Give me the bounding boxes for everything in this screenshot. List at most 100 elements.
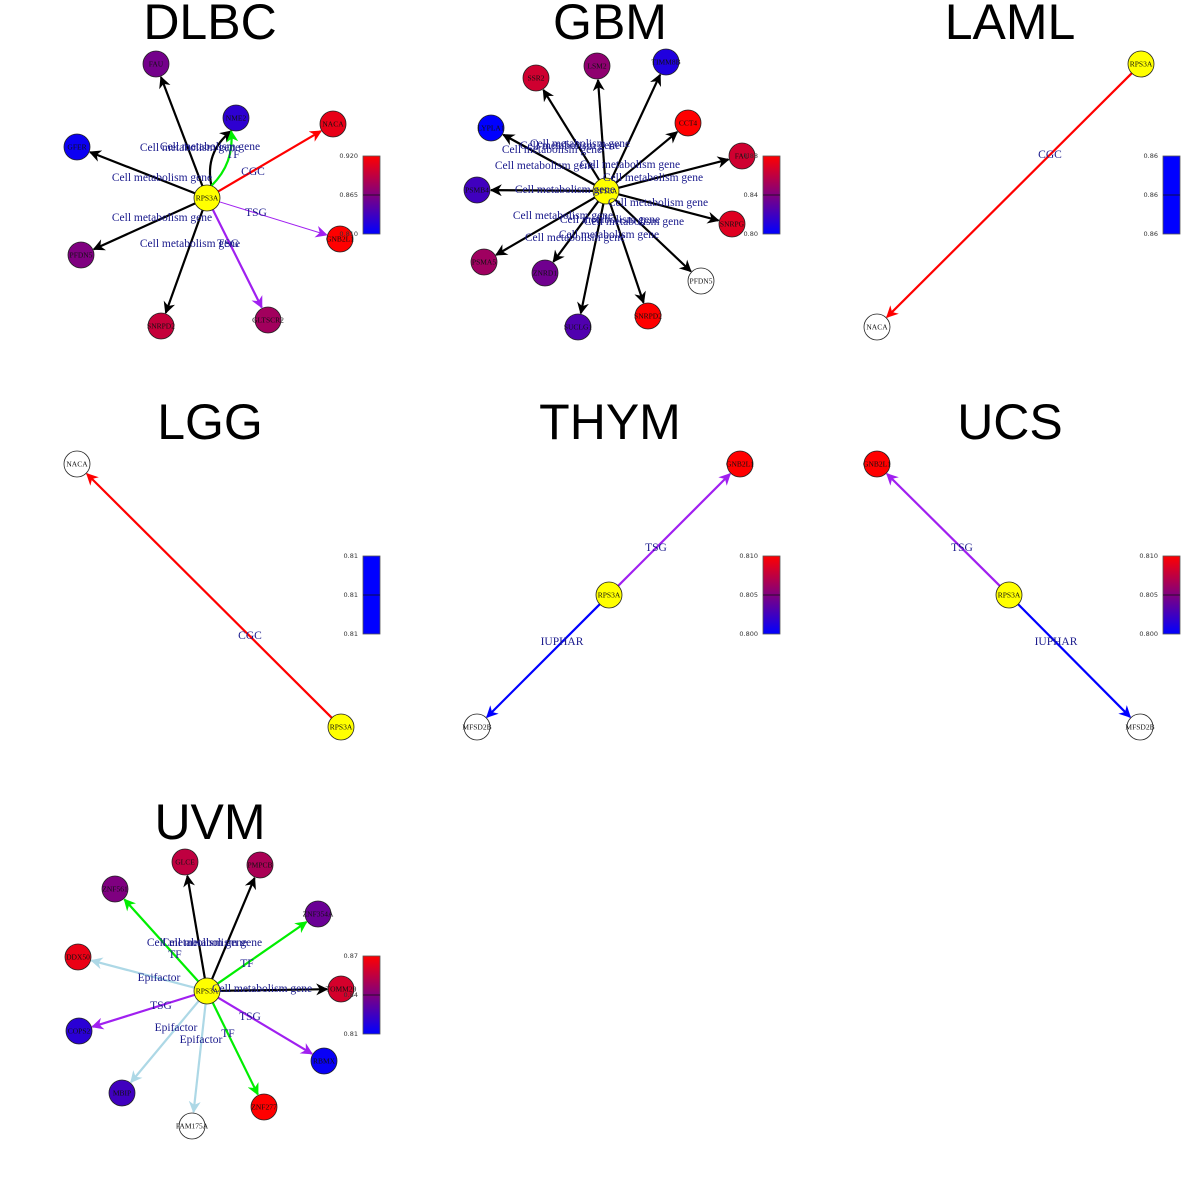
node-label: LSM2: [587, 62, 606, 71]
gene-node-ssr2[interactable]: SSR2: [522, 64, 550, 92]
node-circle: [101, 875, 129, 903]
colorbar-tick-label: 0.805: [739, 591, 758, 599]
center-gene-node[interactable]: RPS3A: [995, 581, 1023, 609]
center-gene-node[interactable]: RPS3A: [193, 977, 221, 1005]
edge-cell-metabolism-gene-psma5: [495, 196, 596, 256]
gene-node-lypla1[interactable]: LYPLA1: [477, 114, 505, 142]
panel-dlbc: DLBCFAUNME2NACAGFERGNB2L1PFDN5SNRPD2GLTS…: [63, 0, 381, 340]
edge-tf-nme2: [210, 129, 239, 187]
gene-node-naca[interactable]: NACA: [319, 110, 347, 138]
edge-label: Cell metabolism gene: [515, 184, 615, 196]
node-label: LYPLA1: [477, 124, 504, 133]
node-label: CCT4: [679, 119, 698, 128]
center-node-circle: [592, 177, 620, 205]
node-label: PSMB4: [465, 186, 489, 195]
edge-label: Cell metabolism gene: [525, 232, 625, 244]
gene-node-mfsd2b[interactable]: MFSD2B: [462, 713, 492, 741]
edge-epifactor-mbip: [130, 1000, 200, 1084]
edge-label: Cell metabolism gene: [147, 937, 247, 949]
colorbar-legend: 0.810.810.81: [344, 552, 381, 638]
edge-label: Epifactor: [138, 972, 181, 984]
edge-label: Cell metabolism gene: [140, 238, 240, 250]
gene-node-suclg1[interactable]: SUCLG1: [564, 313, 593, 341]
edge-label: Epifactor: [155, 1022, 198, 1034]
node-circle: [222, 104, 250, 132]
edges: [886, 72, 1133, 318]
gene-node-lsm2[interactable]: LSM2: [583, 52, 611, 80]
gene-node-snrpd2[interactable]: SNRPD2: [634, 302, 662, 330]
gene-node-fau[interactable]: FAU: [728, 142, 756, 170]
gene-node-timm8b[interactable]: TIMM8B: [651, 48, 681, 76]
node-label: GNB2L1: [863, 460, 891, 469]
edge-label: Cell metabolism gene: [603, 172, 703, 184]
edges: [489, 73, 730, 315]
gene-node-gnb2l1[interactable]: GNB2L1: [863, 450, 891, 478]
gene-node-znf561[interactable]: ZNF561: [101, 875, 129, 903]
gene-node-pfdn5[interactable]: PFDN5: [687, 267, 715, 295]
gene-node-psma5[interactable]: PSMA5: [470, 248, 498, 276]
gene-node-cops2[interactable]: COPS2: [65, 1017, 93, 1045]
center-gene-node[interactable]: RPS3A: [592, 177, 620, 205]
gene-node-glce[interactable]: GLCE: [171, 848, 199, 876]
gene-node-mfsd2b[interactable]: MFSD2B: [1125, 713, 1155, 741]
gene-node-rbmx[interactable]: RBMX: [310, 1047, 338, 1075]
gene-node-nme2[interactable]: NME2: [222, 104, 250, 132]
gene-node-gltscr2[interactable]: GLTSCR2: [252, 306, 284, 334]
node-label: GFER: [67, 143, 86, 152]
gene-node-psmb4[interactable]: PSMB4: [463, 176, 491, 204]
gene-node-gnb2l1[interactable]: GNB2L1: [326, 225, 354, 253]
edge-cell-metabolism-gene-gfer: [88, 150, 196, 195]
center-node-circle: [995, 581, 1023, 609]
edge-tsg-cops2: [91, 993, 195, 1030]
gene-node-pfdn5[interactable]: PFDN5: [67, 241, 95, 269]
gene-node-naca[interactable]: NACA: [63, 450, 91, 478]
gene-node-znf354a[interactable]: ZNF354A: [303, 900, 334, 928]
node-circle: [863, 313, 891, 341]
gene-node-mbip[interactable]: MBIP: [108, 1079, 136, 1107]
gene-node-znf277[interactable]: ZNF277: [250, 1093, 278, 1121]
edge-label: Cell metabolism gene: [530, 138, 630, 150]
edge-cell-metabolism-gene-snrpd2: [163, 209, 204, 314]
edge-label: Cell metabolism gene: [162, 937, 262, 949]
colorbar-tick-label: 0.800: [739, 630, 758, 638]
colorbar-tick-label: 0.88: [744, 152, 758, 160]
node-label: RBMX: [313, 1057, 336, 1066]
node-label: GNB2L1: [726, 460, 754, 469]
gene-node-gnb2l1[interactable]: GNB2L1: [726, 450, 754, 478]
edge-cell-metabolism-gene-pfdn5: [92, 202, 196, 251]
gene-node-snrpg[interactable]: SNRPG: [718, 210, 746, 238]
colorbar-tick-label: 0.800: [1139, 630, 1158, 638]
gene-node-snrpd2[interactable]: SNRPD2: [147, 312, 175, 340]
node-circle: [564, 313, 592, 341]
gene-node-ddx50[interactable]: DDX50: [64, 943, 92, 971]
node-circle: [463, 176, 491, 204]
gene-node-znrd1[interactable]: ZNRD1: [531, 259, 559, 287]
gene-node-pmpcb[interactable]: PMPCB: [246, 851, 274, 879]
gene-node-cct4[interactable]: CCT4: [674, 109, 702, 137]
colorbar-tick-label: 0.920: [339, 152, 358, 160]
center-gene-node[interactable]: RPS3A: [327, 713, 355, 741]
edge-label: Cell metabolism gene: [560, 214, 660, 226]
gene-node-tomm20[interactable]: TOMM20: [326, 975, 357, 1003]
colorbar-tick-label: 0.865: [339, 191, 358, 199]
center-node-label: RPS3A: [998, 591, 1021, 600]
gene-node-fam175a[interactable]: FAM175A: [176, 1112, 209, 1140]
center-node-label: RPS3A: [595, 187, 618, 196]
edge-label: CGC: [241, 166, 265, 178]
center-gene-node[interactable]: RPS3A: [595, 581, 623, 609]
node-label: NACA: [866, 323, 888, 332]
node-circle: [67, 241, 95, 269]
gene-node-fau[interactable]: FAU: [142, 50, 170, 78]
center-node-circle: [1127, 50, 1155, 78]
center-gene-node[interactable]: RPS3A: [193, 184, 221, 212]
gene-node-naca[interactable]: NACA: [863, 313, 891, 341]
edge-label: IUPHAR: [541, 636, 584, 648]
center-node-circle: [327, 713, 355, 741]
node-label: TOMM20: [326, 985, 357, 994]
node-circle: [718, 210, 746, 238]
center-gene-node[interactable]: RPS3A: [1127, 50, 1155, 78]
gene-node-gfer[interactable]: GFER: [63, 133, 91, 161]
